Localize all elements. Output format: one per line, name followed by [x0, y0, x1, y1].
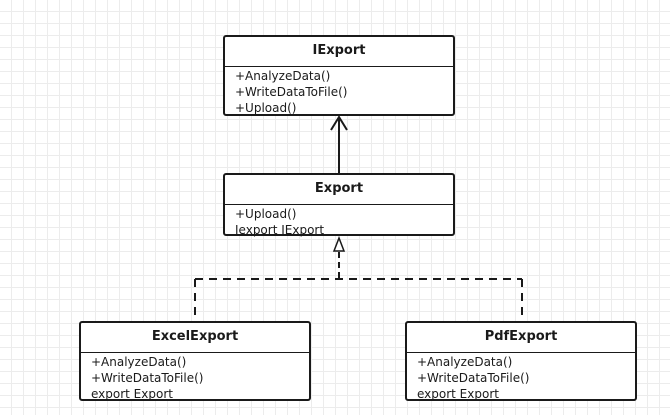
class-member: +AnalyzeData(): [91, 355, 187, 369]
class-members: +AnalyzeData() +WriteDataToFile() export…: [407, 353, 635, 402]
class-member: export Export: [417, 387, 499, 401]
class-member: +AnalyzeData(): [417, 355, 513, 369]
class-box-export[interactable]: Export +Upload() Iexport IExport: [223, 173, 455, 238]
class-member: Iexport IExport: [235, 223, 325, 237]
class-members: +AnalyzeData() +WriteDataToFile() export…: [81, 353, 309, 402]
class-member: +WriteDataToFile(): [235, 85, 348, 99]
class-member: +WriteDataToFile(): [417, 371, 530, 385]
class-members: +Upload() Iexport IExport: [225, 205, 453, 238]
class-members: +AnalyzeData() +WriteDataToFile() +Uploa…: [225, 67, 453, 116]
hollow-triangle-arrowhead: [332, 235, 346, 252]
class-name: PdfExport: [407, 323, 635, 353]
class-name: IExport: [225, 37, 453, 67]
open-arrowhead: [330, 115, 348, 131]
class-member: +WriteDataToFile(): [91, 371, 204, 385]
class-name: Export: [225, 175, 453, 205]
class-name: ExcelExport: [81, 323, 309, 353]
class-member: export Export: [91, 387, 173, 401]
class-member: +Upload(): [235, 101, 297, 115]
class-member: +Upload(): [235, 207, 297, 221]
class-box-iexport[interactable]: IExport +AnalyzeData() +WriteDataToFile(…: [223, 35, 455, 116]
class-member: +AnalyzeData(): [235, 69, 331, 83]
class-box-pdfexport[interactable]: PdfExport +AnalyzeData() +WriteDataToFil…: [405, 321, 637, 401]
class-box-excelexport[interactable]: ExcelExport +AnalyzeData() +WriteDataToF…: [79, 321, 311, 401]
